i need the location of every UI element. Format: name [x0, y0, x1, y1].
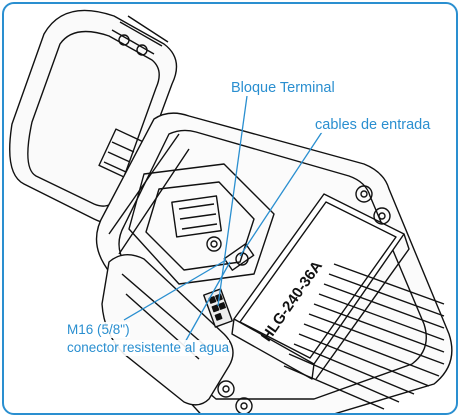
lower-arm: [101, 254, 234, 406]
screw: [355, 185, 373, 203]
label-conector: conector resistente al agua: [67, 340, 230, 356]
label-m16: M16 (5/8"): [67, 322, 130, 338]
screw: [373, 207, 391, 225]
luminaire-drawing: [9, 9, 453, 413]
label-bloque-terminal: Bloque Terminal: [231, 80, 335, 96]
callout-line-cables: [239, 131, 323, 257]
diagram-frame: HLG-240-36A Bloque Terminal cables de en…: [2, 2, 458, 415]
lid-inner: [27, 30, 160, 207]
housing-rib-1: [108, 133, 180, 235]
screw: [217, 380, 235, 398]
gear-tray: [128, 163, 275, 285]
callout-line-conector-2: [183, 261, 231, 345]
screw: [235, 397, 253, 413]
label-cables-entrada: cables de entrada: [315, 117, 431, 133]
housing-rib-2: [118, 148, 190, 255]
callout-line-bloque: [217, 95, 248, 307]
callout-line-conector: [123, 259, 227, 321]
heatsink-fins: [283, 263, 445, 410]
